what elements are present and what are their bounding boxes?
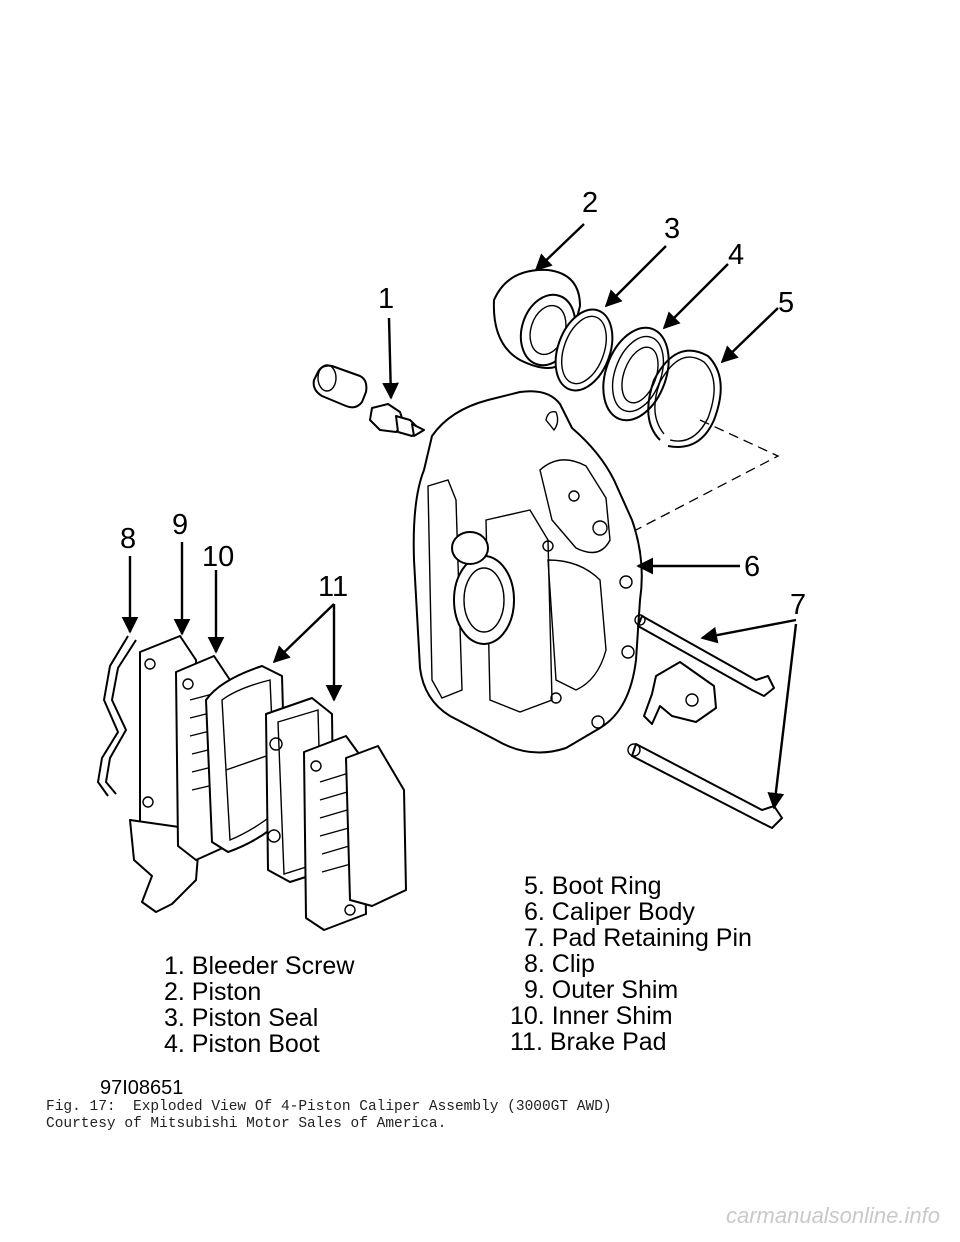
backing-plate-right — [345, 745, 407, 907]
legend-left: 1. Bleeder Screw 2. Piston 3. Piston Sea… — [164, 952, 355, 1058]
callout-2: 2 — [582, 187, 598, 219]
bleeder-cap — [312, 364, 368, 409]
callout-1: 1 — [378, 283, 394, 315]
callout-5: 5 — [778, 287, 794, 319]
callout-6: 6 — [744, 551, 760, 583]
pad-retaining-pin-lower — [627, 743, 783, 829]
legend-item-7: 7. Pad Retaining Pin — [524, 924, 752, 952]
clip — [96, 635, 137, 797]
callout-4: 4 — [728, 239, 744, 271]
piston-boot — [602, 326, 670, 422]
callout-11: 11 — [318, 571, 348, 603]
pad-spring — [643, 661, 717, 725]
legend-item-4: 4. Piston Boot — [164, 1030, 320, 1058]
leader-lines — [121, 223, 798, 810]
callout-7: 7 — [790, 589, 806, 621]
bleeder-screw — [369, 403, 425, 437]
pad-retaining-pin-upper — [634, 614, 775, 697]
caption-line-1: Fig. 17: Exploded View Of 4-Piston Calip… — [46, 1099, 612, 1115]
legend-item-8: 8. Clip — [524, 950, 595, 978]
figure-caption: Fig. 17: Exploded View Of 4-Piston Calip… — [46, 1099, 612, 1133]
legend-item-5: 5. Boot Ring — [524, 872, 662, 900]
legend-item-3: 3. Piston Seal — [164, 1004, 318, 1032]
callout-3: 3 — [664, 213, 680, 245]
figure-reference-number: 97I08651 — [100, 1077, 183, 1099]
legend-item-10: 10. Inner Shim — [510, 1002, 673, 1030]
legend-item-6: 6. Caliper Body — [524, 898, 695, 926]
callout-9: 9 — [172, 509, 188, 541]
callout-10: 10 — [202, 541, 234, 573]
legend-item-9: 9. Outer Shim — [524, 976, 678, 1004]
callout-8: 8 — [120, 523, 136, 555]
caliper-body — [412, 390, 643, 754]
legend-right: 5. Boot Ring 6. Caliper Body 7. Pad Reta… — [510, 872, 752, 1056]
legend-item-1: 1. Bleeder Screw — [164, 952, 355, 980]
alignment-lines — [631, 419, 780, 533]
piston-seal — [554, 308, 614, 392]
legend-item-11: 11. Brake Pad — [510, 1028, 667, 1056]
boot-ring — [647, 349, 722, 448]
watermark: carmanualsonline.info — [725, 1203, 940, 1228]
legend-item-2: 2. Piston — [164, 978, 261, 1006]
caption-line-2: Courtesy of Mitsubishi Motor Sales of Am… — [46, 1116, 447, 1132]
